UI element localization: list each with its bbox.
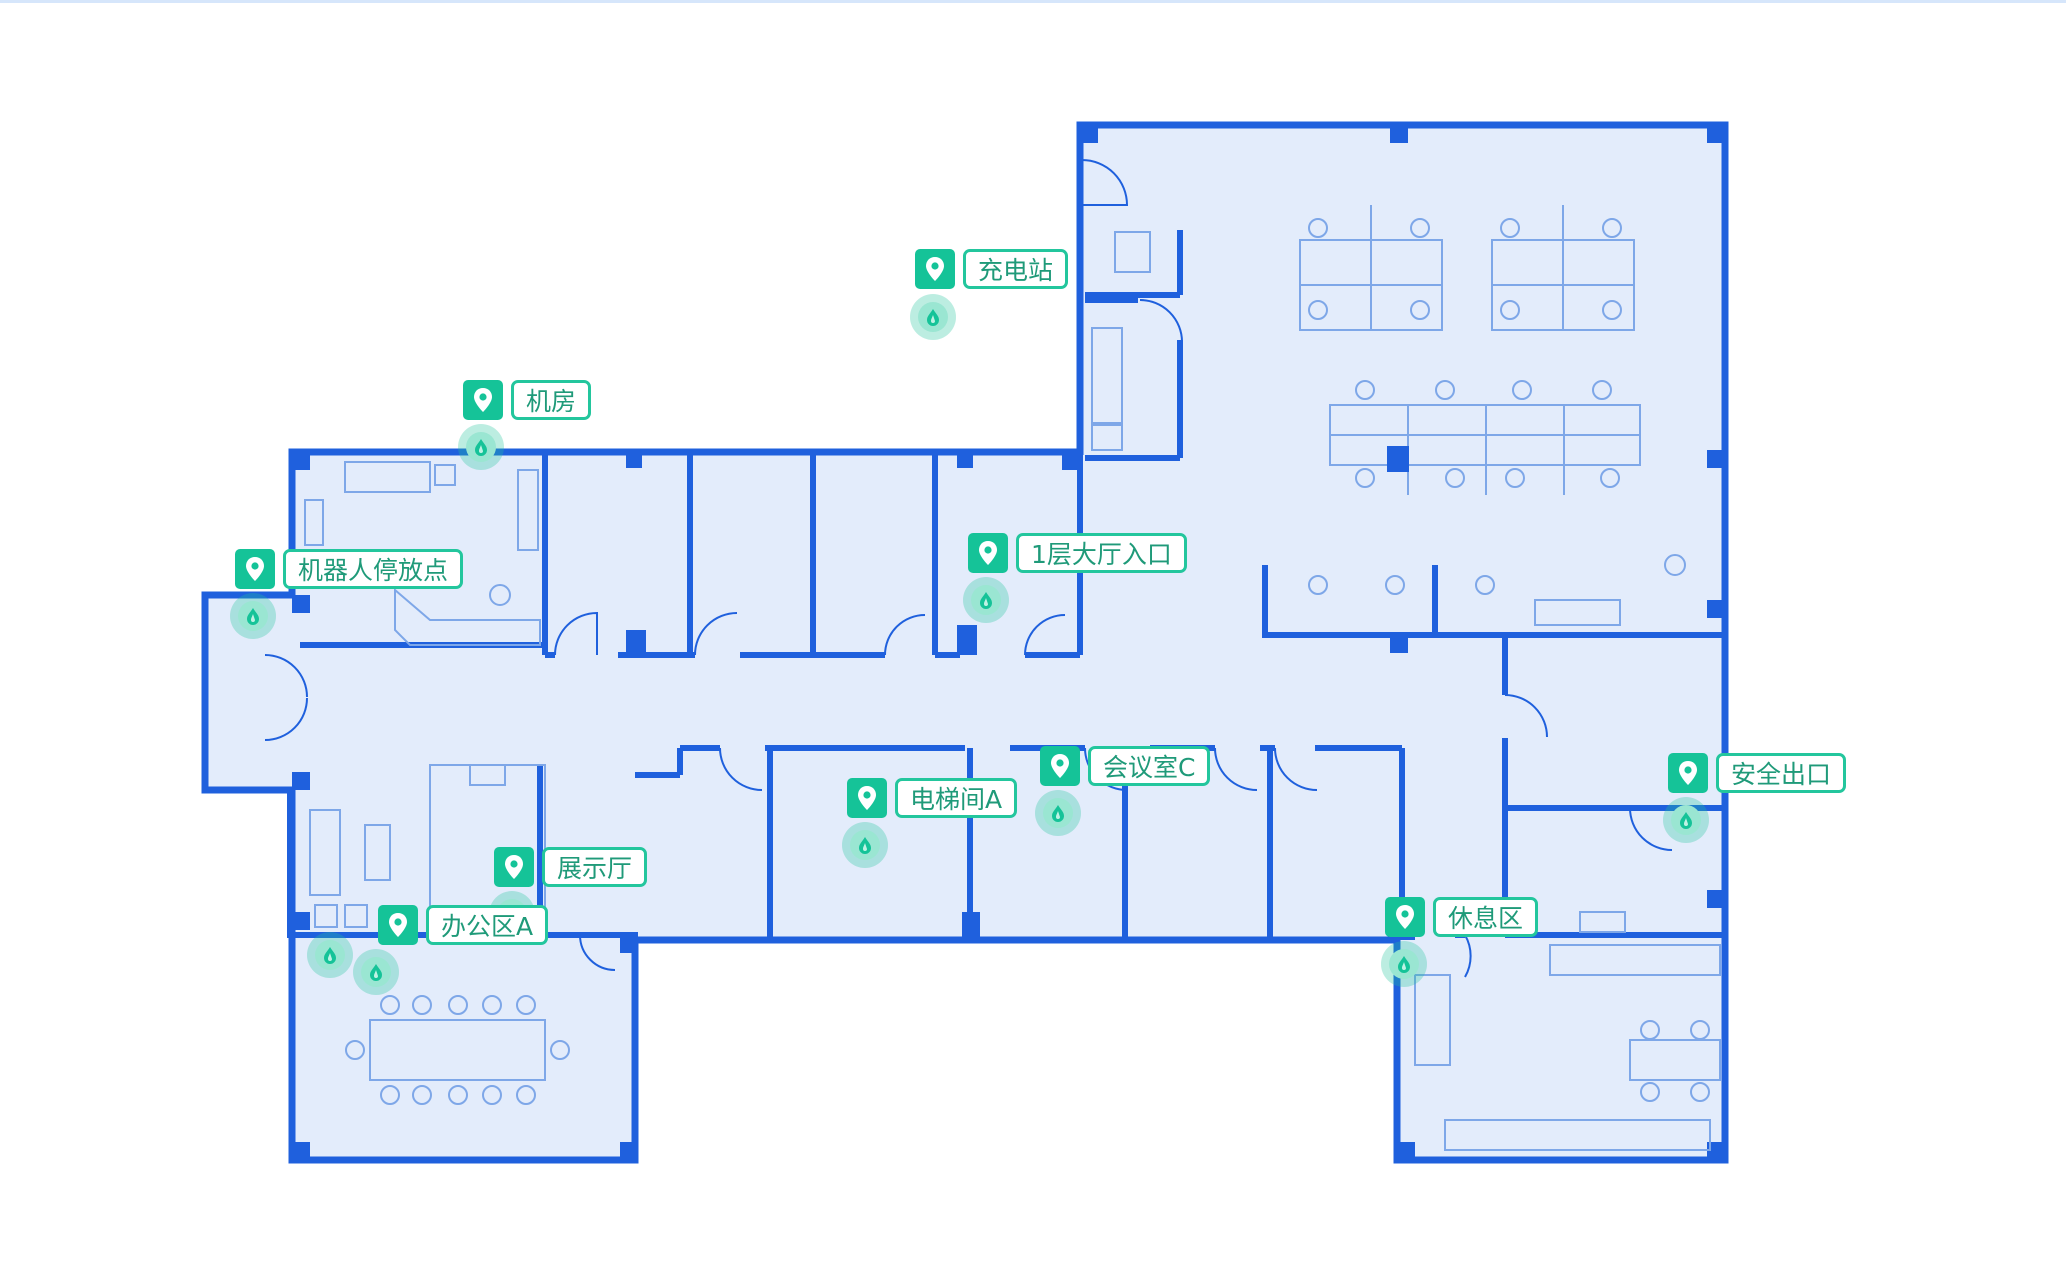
poi-label: 机器人停放点 <box>283 549 464 589</box>
location-pin-icon <box>1385 897 1425 937</box>
robot-marker-icon[interactable] <box>1381 941 1427 987</box>
poi-label: 休息区 <box>1433 897 1539 937</box>
robot-marker-icon[interactable] <box>963 577 1009 623</box>
robot-marker-icon[interactable] <box>1663 797 1709 843</box>
poi-tag-robot-parking[interactable]: 机器人停放点 <box>235 548 464 590</box>
door-arcs <box>264 159 1673 978</box>
poi-label: 会议室C <box>1088 746 1211 786</box>
robot-marker-icon[interactable] <box>353 949 399 995</box>
top-border <box>0 0 2066 3</box>
poi-label: 电梯间A <box>895 778 1018 818</box>
robot-marker-icon[interactable] <box>842 822 888 868</box>
robot-marker-icon[interactable] <box>910 294 956 340</box>
furniture <box>304 205 1721 1151</box>
location-pin-icon <box>235 549 275 589</box>
outside-area <box>635 940 1397 1170</box>
robot-marker-icon[interactable] <box>307 932 353 978</box>
location-pin-icon <box>1668 753 1708 793</box>
robot-marker-icon[interactable] <box>230 593 276 639</box>
robot-marker-icon[interactable] <box>1035 790 1081 836</box>
center-pillar <box>1387 446 1409 472</box>
poi-label: 充电站 <box>963 249 1069 289</box>
poi-tag-lounge[interactable]: 休息区 <box>1385 896 1539 938</box>
poi-label: 办公区A <box>426 905 549 945</box>
location-pin-icon <box>494 847 534 887</box>
location-pin-icon <box>915 249 955 289</box>
location-pin-icon <box>1040 746 1080 786</box>
poi-tag-office-a[interactable]: 办公区A <box>378 904 549 946</box>
poi-label: 展示厅 <box>542 847 648 887</box>
location-pin-icon <box>847 778 887 818</box>
poi-tag-server-room[interactable]: 机房 <box>463 379 592 421</box>
poi-label: 安全出口 <box>1716 753 1847 793</box>
poi-tag-charging[interactable]: 充电站 <box>915 248 1069 290</box>
poi-tag-meeting-room-c[interactable]: 会议室C <box>1040 745 1211 787</box>
poi-label: 1层大厅入口 <box>1016 533 1187 573</box>
poi-tag-showroom[interactable]: 展示厅 <box>494 846 648 888</box>
poi-tag-lobby-entrance[interactable]: 1层大厅入口 <box>968 532 1187 574</box>
poi-label: 机房 <box>511 380 592 420</box>
poi-tag-safety-exit[interactable]: 安全出口 <box>1668 752 1847 794</box>
location-pin-icon <box>378 905 418 945</box>
robot-marker-icon[interactable] <box>458 424 504 470</box>
poi-tag-elevator-a[interactable]: 电梯间A <box>847 777 1018 819</box>
location-pin-icon <box>463 380 503 420</box>
location-pin-icon <box>968 533 1008 573</box>
